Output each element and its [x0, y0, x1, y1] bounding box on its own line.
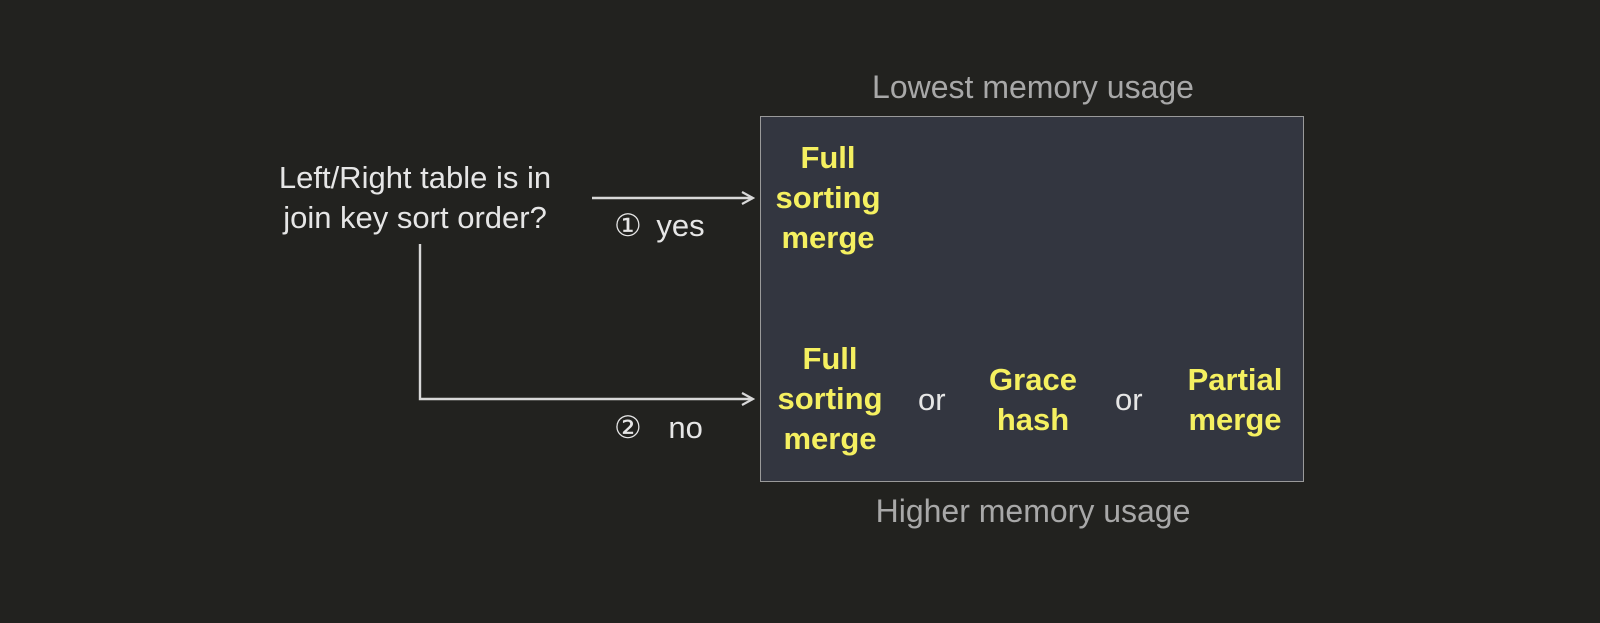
algo-line: merge	[783, 421, 877, 456]
algo-line: Full	[802, 341, 858, 376]
algo-line: Grace	[989, 362, 1077, 397]
yes-branch-label: ① yes	[614, 206, 705, 246]
lowest-memory-label: Lowest memory usage	[872, 69, 1194, 105]
no-branch-label: ② no	[614, 408, 703, 448]
higher-memory-label: Higher memory usage	[875, 493, 1191, 529]
partial-merge: Partial merge	[1170, 360, 1300, 440]
algo-line: sorting	[775, 180, 881, 215]
no-arrow	[418, 244, 753, 399]
join-algorithms-box	[760, 116, 1304, 482]
decision-question: Left/Right table is in join key sort ord…	[245, 158, 585, 238]
algo-line: sorting	[777, 381, 883, 416]
no-full-sorting-merge: Full sorting merge	[760, 339, 900, 459]
algo-line: Partial	[1187, 362, 1283, 397]
question-line-1: Left/Right table is in	[278, 160, 552, 195]
algo-line: hash	[996, 402, 1070, 437]
question-line-2: join key sort order?	[283, 200, 547, 235]
algo-line: Full	[800, 140, 856, 175]
grace-hash: Grace hash	[970, 360, 1096, 440]
or-separator-1: or	[918, 382, 946, 417]
no-marker: ②	[614, 410, 642, 445]
algo-line: merge	[1188, 402, 1282, 437]
algo-line: merge	[781, 220, 875, 255]
yes-text: yes	[656, 208, 705, 243]
yes-marker: ①	[614, 208, 642, 243]
yes-full-sorting-merge: Full sorting merge	[758, 138, 898, 258]
no-text: no	[668, 410, 703, 445]
or-separator-2: or	[1115, 382, 1143, 417]
